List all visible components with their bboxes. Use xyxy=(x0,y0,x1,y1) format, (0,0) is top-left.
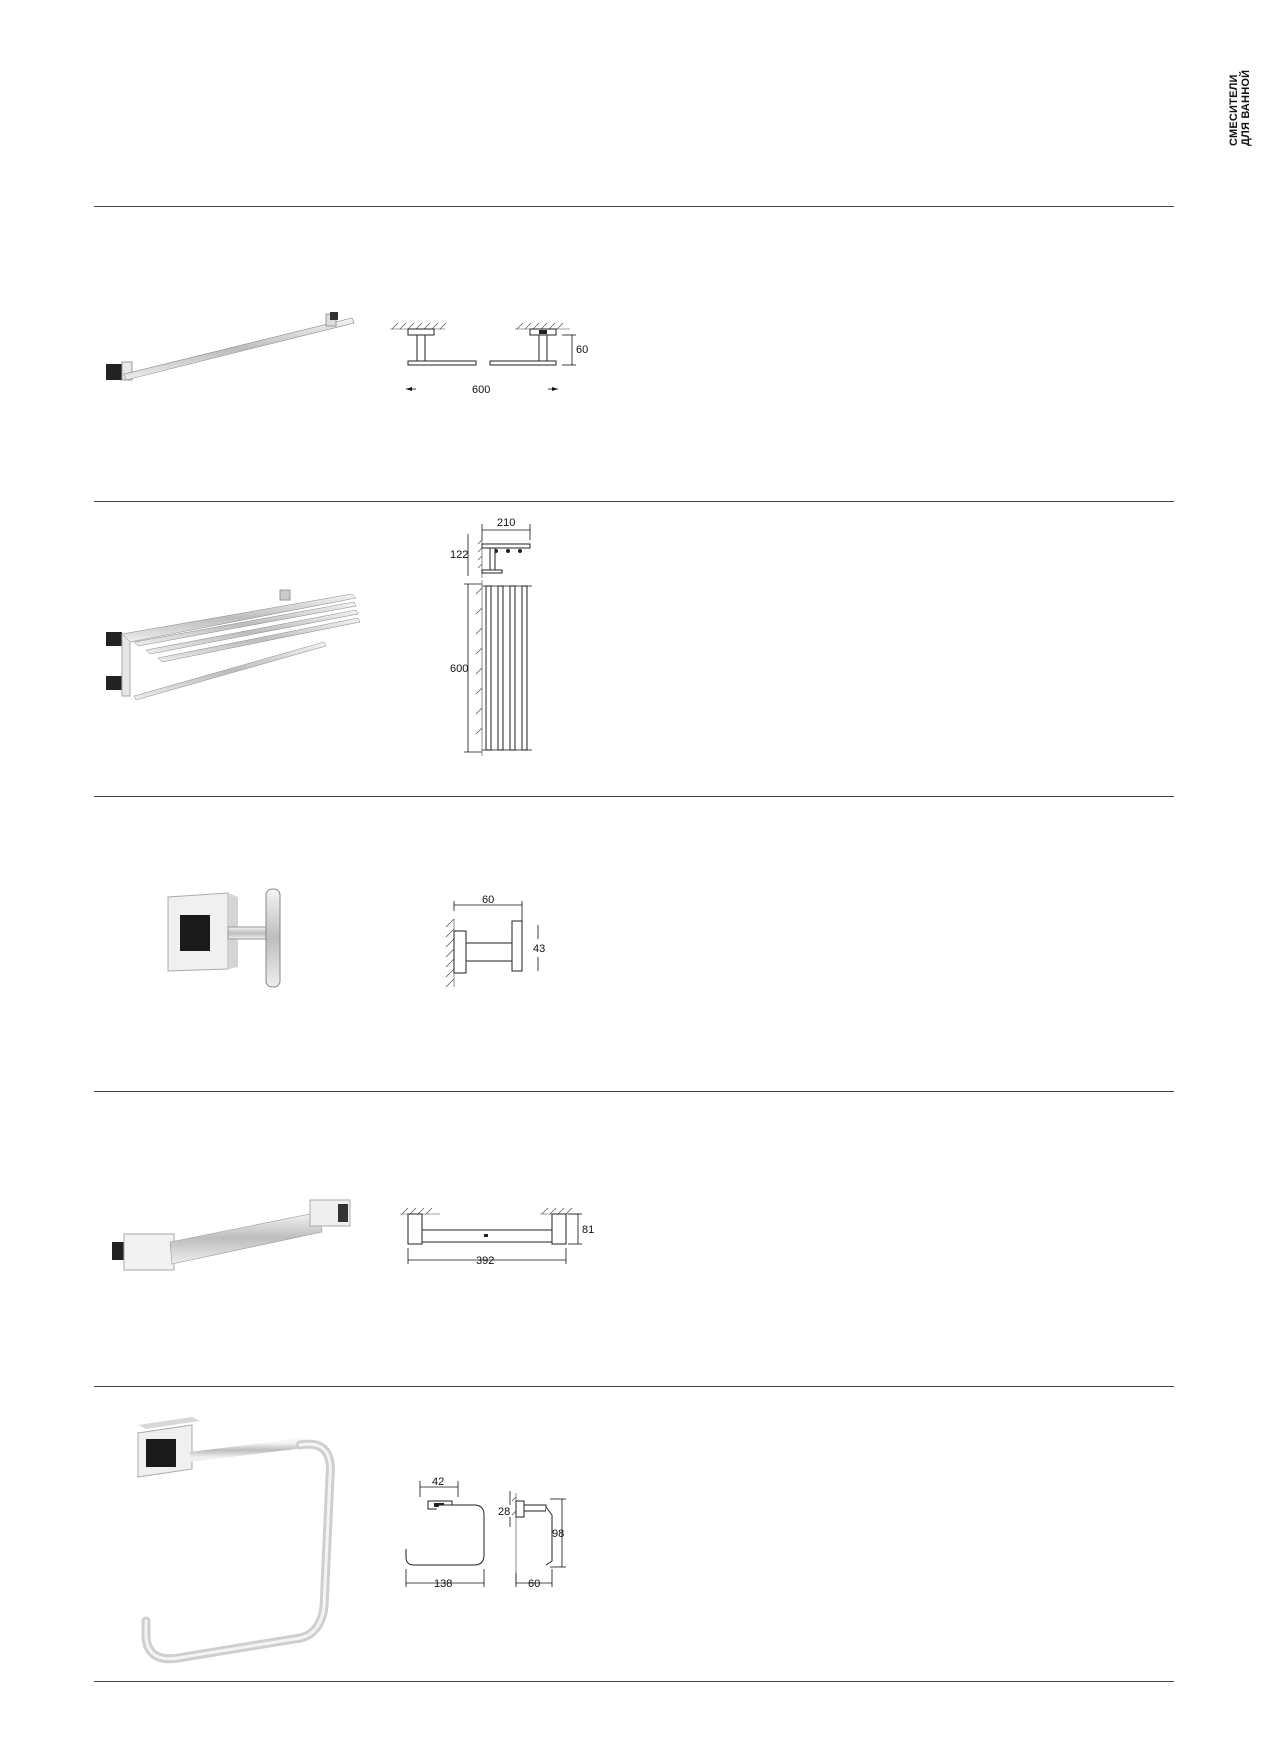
dim-depth-label: 60 xyxy=(528,1578,540,1590)
product-row-robe-hook: 60 43 xyxy=(94,797,1174,1091)
robe-hook-drawing: 60 43 xyxy=(445,894,545,988)
product-row-grip-bar: 81 392 xyxy=(94,1092,1174,1386)
towel-ring-drawing: 42 138 28 98 60 xyxy=(405,1476,566,1590)
product-row-towel-ring: 42 138 28 98 60 xyxy=(94,1387,1174,1681)
dim-height-label: 122 xyxy=(450,549,468,561)
dim-length-label: 138 xyxy=(434,1578,452,1590)
divider-5 xyxy=(94,1386,1174,1387)
dim-offset-label: 28 xyxy=(498,1506,510,1518)
divider-4 xyxy=(94,1091,1174,1092)
towel-ring-photo xyxy=(137,1417,335,1664)
divider-3 xyxy=(94,796,1174,797)
grip-bar-photo xyxy=(112,1199,351,1271)
towel-rail-photo xyxy=(106,312,355,381)
divider-6 xyxy=(94,1681,1174,1682)
product-row-towel-rail: 60 600 xyxy=(94,207,1174,501)
dim-height-label: 98 xyxy=(552,1528,564,1540)
divider-1 xyxy=(94,206,1174,207)
wall-hatch-left xyxy=(390,322,447,330)
dim-depth-label: 210 xyxy=(497,517,515,529)
grip-bar-drawing: 81 392 xyxy=(400,1207,594,1267)
towel-shelf-photo xyxy=(106,589,361,701)
dim-width-label: 42 xyxy=(432,1476,444,1488)
section-tab: СМЕСИТЕЛИ ДЛЯ ВАННОЙ xyxy=(1228,56,1264,146)
wall-hatch-right xyxy=(515,322,570,330)
robe-hook-photo xyxy=(167,888,281,988)
dim-depth-label: 60 xyxy=(576,344,588,356)
section-tab-line1: СМЕСИТЕЛИ xyxy=(1228,74,1240,146)
towel-rail-drawing: 60 600 xyxy=(390,322,588,396)
divider-2 xyxy=(94,501,1174,502)
dim-depth-label: 81 xyxy=(582,1224,594,1236)
dim-length-label: 600 xyxy=(472,384,490,396)
dim-height-label: 43 xyxy=(533,943,545,955)
dim-length-label: 392 xyxy=(476,1255,494,1267)
product-row-towel-shelf: 210 122 600 xyxy=(94,502,1174,796)
towel-shelf-drawing: 210 122 600 xyxy=(450,517,532,756)
section-tab-line2: ДЛЯ ВАННОЙ xyxy=(1240,69,1252,146)
dim-depth-label: 60 xyxy=(482,894,494,906)
dim-length-label: 600 xyxy=(450,663,468,675)
